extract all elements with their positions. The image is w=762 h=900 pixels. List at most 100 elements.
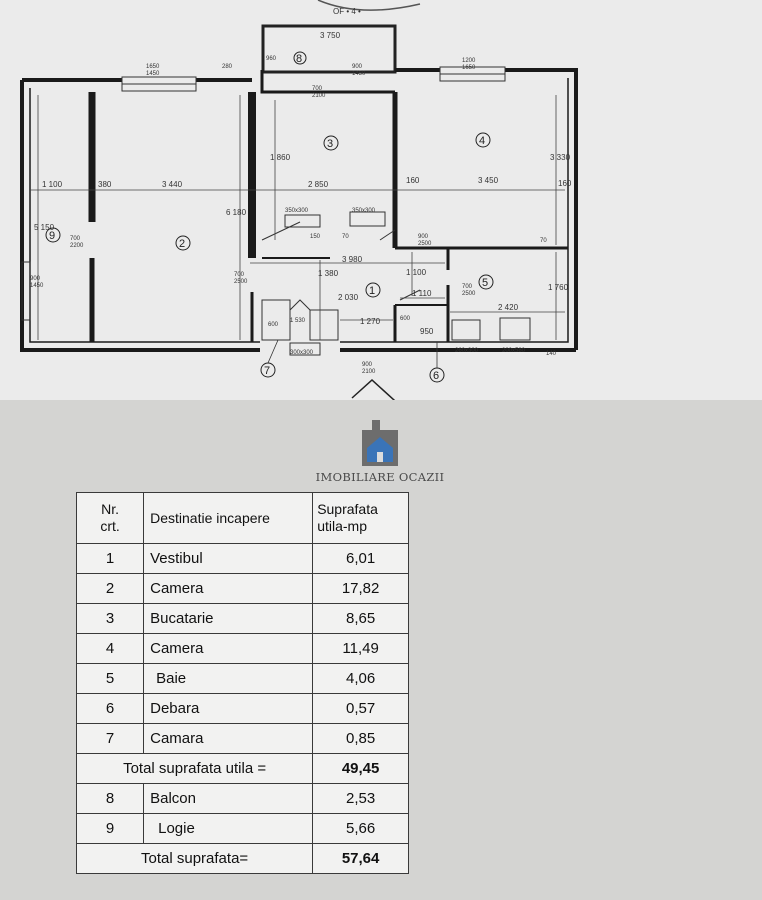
- leader-7: [267, 339, 279, 364]
- table-row: 9 Logie 5,66: [75, 813, 409, 844]
- dim-3330: 3 330: [550, 153, 571, 162]
- room-areas-table: Nr. crt. Destinatie incapere Suprafata u…: [75, 492, 409, 874]
- dim-3450: 3 450: [478, 176, 499, 185]
- row-nr: 6: [75, 693, 145, 724]
- row-name: Baie: [143, 663, 314, 694]
- header-area: Suprafata utila-mp: [312, 492, 409, 544]
- dim-950: 950: [420, 327, 434, 336]
- room-number-8: 8: [296, 53, 302, 65]
- row-nr: 5: [75, 663, 145, 694]
- cab-bath1: 260x300: [455, 348, 479, 354]
- room-number-6: 6: [433, 370, 439, 382]
- row-name: Logie: [143, 813, 314, 844]
- room-marker-8: [293, 51, 307, 65]
- fixtures: [261, 211, 531, 356]
- dim-160: 160: [406, 176, 420, 185]
- dim-600: 600: [268, 322, 279, 328]
- row-name: Camera: [143, 633, 314, 664]
- dim-2850: 2 850: [308, 180, 329, 189]
- north-arrow: [351, 378, 396, 400]
- row-name: Vestibul: [143, 543, 314, 574]
- row-name: Bucatarie: [143, 603, 314, 634]
- dim-1270: 1 270: [360, 317, 381, 326]
- company-logo: IMOBILIARE OCAZII: [300, 418, 460, 490]
- row-nr: 3: [75, 603, 145, 634]
- row-name: Camara: [143, 723, 314, 754]
- dim-160b: 160: [558, 179, 572, 188]
- total-useful-label: Total suprafata utila =: [75, 753, 314, 784]
- row-area: 5,66: [312, 813, 409, 844]
- row-area: 0,85: [312, 723, 409, 754]
- row-name: Camera: [143, 573, 314, 604]
- dim-140: 140: [546, 351, 557, 357]
- dim-1380: 1 380: [318, 269, 339, 278]
- table-row: 7 Camara 0,85: [75, 723, 409, 754]
- dim-70: 70: [342, 234, 349, 240]
- stamp-text: OF • 4 •: [333, 7, 361, 16]
- floor-plan-drawing: OF • 4 • 3 750 8: [20, 0, 578, 400]
- cab-mid: 350x300: [352, 208, 376, 214]
- header-destination: Destinatie incapere: [143, 492, 314, 544]
- room-number-4: 4: [479, 135, 485, 147]
- row-area: 8,65: [312, 603, 409, 634]
- windows: [21, 66, 506, 321]
- row-area: 6,01: [312, 543, 409, 574]
- room-markers: [45, 132, 494, 383]
- dim-70b: 70: [540, 238, 547, 244]
- room-number-5: 5: [482, 277, 488, 289]
- room-number-1: 1: [369, 285, 375, 297]
- dim-1100b: 1 100: [406, 268, 427, 277]
- table-row: 5 Baie 4,06: [75, 663, 409, 694]
- row-area: 17,82: [312, 573, 409, 604]
- dim-1760: 1 760: [548, 283, 569, 292]
- dim-win-balcony: 960: [266, 56, 277, 62]
- table-header-row: Nr. crt. Destinatie incapere Suprafata u…: [75, 492, 409, 544]
- dim-5150: 5 150: [34, 223, 55, 232]
- table-row: 6 Debara 0,57: [75, 693, 409, 724]
- row-nr: 7: [75, 723, 145, 754]
- total-value: 57,64: [312, 843, 409, 874]
- dim-3440: 3 440: [162, 180, 183, 189]
- table-row: 2 Camera 17,82: [75, 573, 409, 604]
- row-name: Balcon: [143, 783, 314, 814]
- dim-1100: 1 100: [42, 180, 63, 189]
- row-nr: 1: [75, 543, 145, 574]
- balcony-wall: [261, 24, 397, 74]
- room-number-3: 3: [327, 138, 333, 150]
- total-row: Total suprafata= 57,64: [75, 843, 409, 874]
- dim-1860: 1 860: [270, 153, 291, 162]
- interior-walls: [88, 92, 568, 342]
- dim-balcony-width: 3 750: [320, 31, 341, 40]
- dim-2420: 2 420: [498, 303, 519, 312]
- row-area: 11,49: [312, 633, 409, 664]
- doors: [261, 221, 421, 311]
- total-useful-row: Total suprafata utila = 49,45: [75, 753, 409, 784]
- total-useful-value: 49,45: [312, 753, 409, 784]
- table-row: 4 Camera 11,49: [75, 633, 409, 664]
- row-area: 0,57: [312, 693, 409, 724]
- dim-3980: 3 980: [342, 255, 363, 264]
- dim-6180: 6 180: [226, 208, 247, 217]
- dim-2030: 2 030: [338, 293, 359, 302]
- floor-plan-area: OF • 4 • 3 750 8: [0, 0, 762, 400]
- dimension-lines: [30, 95, 565, 340]
- table-row: 8 Balcon 2,53: [75, 783, 409, 814]
- dim-280: 280: [222, 64, 233, 70]
- row-name: Debara: [143, 693, 314, 724]
- row-nr: 8: [75, 783, 145, 814]
- dim-600b: 600: [400, 316, 411, 322]
- room-number-2: 2: [179, 238, 185, 250]
- cab-7: 300x300: [290, 350, 314, 356]
- outer-walls: [20, 68, 578, 352]
- dim-150: 150: [310, 234, 321, 240]
- row-area: 4,06: [312, 663, 409, 694]
- cab-bath2: 200x580: [502, 348, 526, 354]
